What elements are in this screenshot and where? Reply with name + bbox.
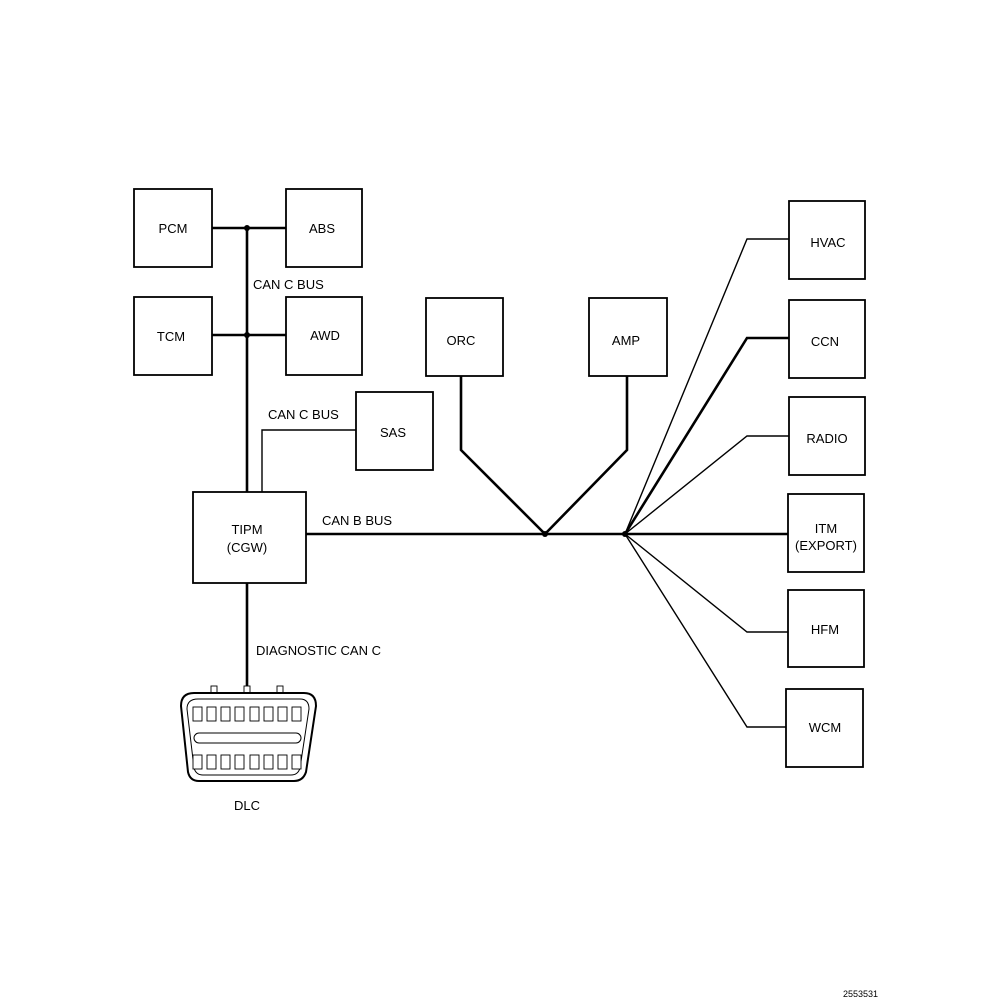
orc-wire <box>459 376 546 535</box>
radio-label: RADIO <box>806 431 847 446</box>
tcm-label: TCM <box>157 329 185 344</box>
tipm-module: TIPM (CGW) <box>192 491 307 584</box>
amp-module: AMP <box>588 297 668 377</box>
radio-wire <box>624 435 789 535</box>
wcm-label: WCM <box>809 720 842 735</box>
itm-label: ITM <box>815 521 837 536</box>
orc-module: ORC <box>425 297 504 377</box>
hvac-label: HVAC <box>810 235 845 250</box>
dlc-top-pins <box>192 706 302 722</box>
sas-wire <box>261 429 356 492</box>
can-c-bus-label-sas: CAN C BUS <box>268 407 339 422</box>
hfm-wire <box>624 533 789 633</box>
tipm-cgw-label: (CGW) <box>227 540 267 555</box>
can-c-node-upper <box>244 225 250 231</box>
figure-id: 2553531 <box>843 989 878 999</box>
hfm-module: HFM <box>787 589 865 668</box>
tcm-module: TCM <box>133 296 213 376</box>
tipm-label: TIPM <box>231 522 262 537</box>
ccn-module: CCN <box>788 299 866 379</box>
abs-module: ABS <box>285 188 363 268</box>
amp-wire <box>544 376 629 535</box>
awd-label: AWD <box>310 328 340 343</box>
orc-label: ORC <box>447 333 476 348</box>
itm-export-label: (EXPORT) <box>795 538 857 553</box>
hvac-wire <box>624 238 789 535</box>
dlc-center-slot <box>193 732 302 744</box>
pcm-module: PCM <box>133 188 213 268</box>
wcm-module: WCM <box>785 688 864 768</box>
sas-module: SAS <box>355 391 434 471</box>
awd-module: AWD <box>285 296 363 376</box>
abs-label: ABS <box>309 221 335 236</box>
itm-module: ITM (EXPORT) <box>787 493 865 573</box>
can-c-node-lower <box>244 332 250 338</box>
dlc-bottom-pins <box>192 754 302 770</box>
hfm-label: HFM <box>811 622 839 637</box>
can-b-bus-label: CAN B BUS <box>322 513 392 528</box>
dlc-label: DLC <box>234 798 260 813</box>
can-c-bus-label-upper: CAN C BUS <box>253 277 324 292</box>
pcm-label: PCM <box>159 221 188 236</box>
dlc-connector-icon <box>179 685 318 782</box>
ccn-label: CCN <box>811 334 839 349</box>
can-b-node-left <box>542 531 548 537</box>
radio-module: RADIO <box>788 396 866 476</box>
wcm-wire <box>624 533 787 728</box>
diagnostic-can-c-label: DIAGNOSTIC CAN C <box>256 643 381 658</box>
sas-label: SAS <box>380 425 406 440</box>
hvac-module: HVAC <box>788 200 866 280</box>
ccn-wire <box>623 336 789 535</box>
amp-label: AMP <box>612 333 640 348</box>
